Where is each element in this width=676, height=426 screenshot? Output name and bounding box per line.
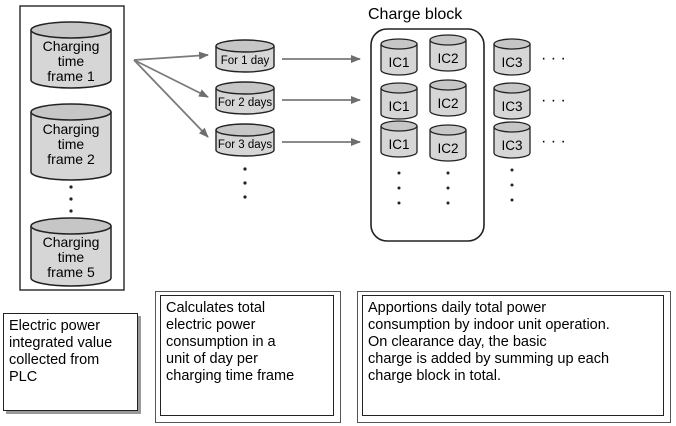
ic-cylinder-r1-ic2 — [429, 34, 467, 72]
ic-cylinder-r2-ic1 — [380, 82, 418, 120]
frame1-line1: Charging — [43, 38, 100, 54]
caption-plc: Electric power integrated value collecte… — [3, 313, 138, 411]
frame5-line2: time — [58, 249, 85, 265]
charging-frame-cylinder-1 — [30, 21, 112, 89]
caption-apportion-line: consumption by indoor unit operation. — [368, 317, 610, 333]
ic-cylinder-r2-ic3 — [493, 82, 531, 120]
caption-apportion-line: charge block in total. — [368, 368, 501, 384]
day-cylinder-3 — [215, 123, 275, 157]
ic-cylinder-r1-ic1 — [380, 38, 418, 76]
charge-block-arrows — [282, 55, 361, 146]
fan-out-arrows — [133, 51, 209, 138]
day-vertical-ellipsis — [243, 167, 247, 199]
row1-horizontal-ellipsis: · · · — [541, 50, 566, 67]
day-label-1: For 1 day — [221, 55, 270, 67]
ic-label-r1-c2: IC2 — [437, 51, 458, 66]
caption-apportion-line: charge is added by summing up each — [368, 351, 610, 367]
ic-label-r2-c2: IC2 — [437, 96, 458, 111]
caption-plc-line: collected from — [9, 352, 100, 368]
left-vertical-ellipsis — [69, 185, 73, 213]
ic-label-r3-c2: IC2 — [437, 141, 458, 156]
caption-calc-line: charging time frame — [166, 368, 295, 384]
frame5-line3: frame 5 — [47, 264, 95, 280]
frame1-line3: frame 1 — [47, 68, 95, 84]
caption-plc-line: integrated value — [9, 335, 113, 351]
ic-label-r2-c3: IC3 — [501, 99, 522, 114]
caption-calc-line: unit of day per — [166, 351, 258, 367]
caption-calc-line: Calculates total — [166, 300, 266, 316]
row3-horizontal-ellipsis: · · · — [541, 133, 566, 150]
caption-calc: Calculates total electric power consumpt… — [160, 295, 334, 416]
ic-label-r3-c1: IC1 — [388, 137, 409, 152]
charge-block-box — [370, 28, 485, 242]
ic-cylinder-r3-ic3 — [493, 121, 531, 159]
ic-cylinder-r3-ic2 — [429, 124, 467, 162]
frame2-line2: time — [58, 136, 85, 152]
caption-apportion: Apportions daily total power consumption… — [362, 295, 664, 416]
caption-apportion-line: Apportions daily total power — [368, 300, 547, 316]
charge-block-title: Charge block — [368, 6, 463, 23]
ic-label-r3-c3: IC3 — [501, 138, 522, 153]
charging-frame-cylinder-5 — [30, 217, 112, 287]
frame2-line3: frame 2 — [47, 151, 95, 167]
charging-frame-cylinder-2 — [30, 103, 112, 181]
ic-label-r1-c1: IC1 — [388, 55, 409, 70]
caption-calc-line: electric power — [166, 317, 256, 333]
caption-apportion-line: On clearance day, the basic — [368, 334, 547, 350]
ic-label-r2-c1: IC1 — [388, 99, 409, 114]
day-cylinder-2 — [215, 81, 275, 115]
caption-plc-line: PLC — [9, 369, 38, 385]
day-cylinder-1 — [215, 39, 275, 73]
ic-vertical-ellipsis — [397, 168, 514, 205]
ic-cylinder-r1-ic3 — [493, 38, 531, 76]
frame5-line1: Charging — [43, 234, 100, 250]
day-label-3: For 3 days — [218, 139, 273, 151]
ic-cylinder-r2-ic2 — [429, 79, 467, 117]
ic-label-r1-c3: IC3 — [501, 55, 522, 70]
caption-plc-line: Electric power — [9, 318, 101, 334]
frame1-line2: time — [58, 53, 85, 69]
day-label-2: For 2 days — [218, 97, 273, 109]
caption-calc-line: consumption in a — [166, 334, 276, 350]
frame2-line1: Charging — [43, 121, 100, 137]
row2-horizontal-ellipsis: · · · — [541, 92, 566, 109]
ic-cylinder-r3-ic1 — [380, 120, 418, 158]
